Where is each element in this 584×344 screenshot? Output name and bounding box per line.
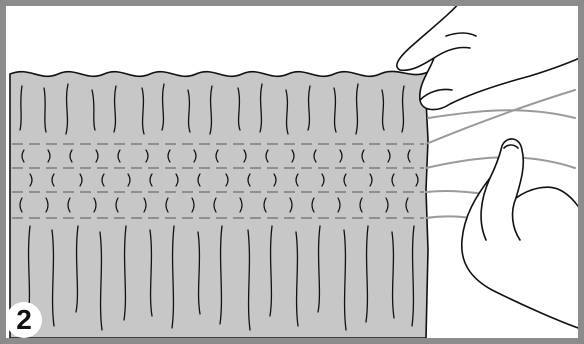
step-number-badge: 2: [6, 302, 42, 338]
gathered-fabric: [10, 71, 428, 338]
step-number-label: 2: [16, 306, 32, 334]
left-hand-holding-fabric-icon: [397, 0, 584, 110]
right-hand-pulling-threads-icon: [462, 139, 584, 330]
